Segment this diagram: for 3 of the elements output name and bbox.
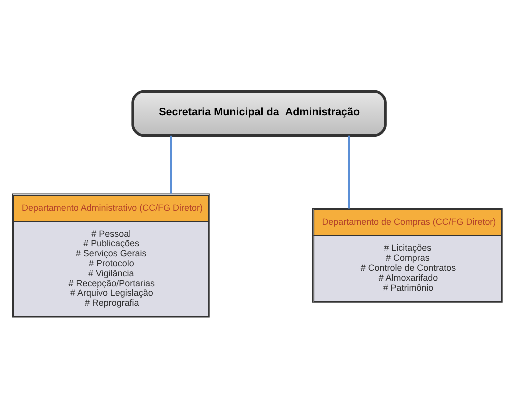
- node-box: Secretaria Municipal da Administração: [131, 90, 386, 137]
- connector: [170, 135, 172, 194]
- connector: [348, 135, 350, 208]
